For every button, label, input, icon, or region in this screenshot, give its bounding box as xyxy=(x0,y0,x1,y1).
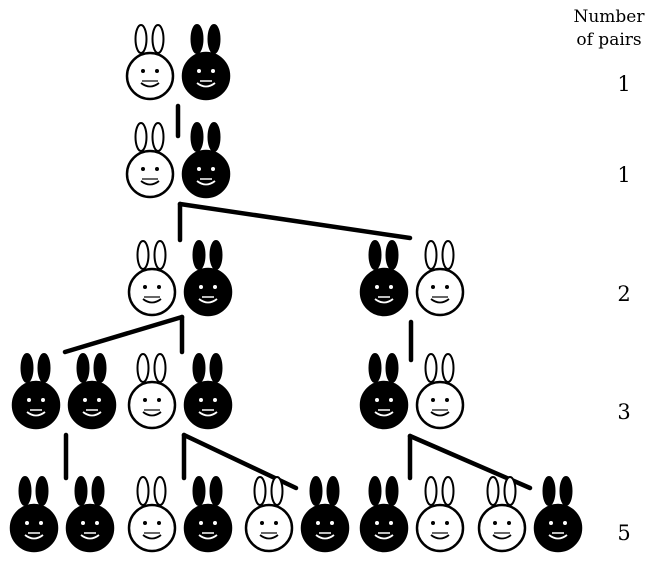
black-rabbit-head-icon xyxy=(65,476,115,553)
white-rabbit-head-icon xyxy=(125,24,175,101)
rabbit-pair xyxy=(127,240,233,317)
white-rabbit-head-icon xyxy=(127,240,177,317)
black-rabbit-head-icon xyxy=(181,122,231,199)
black-rabbit-head-icon xyxy=(11,353,61,430)
header-line-2: of pairs xyxy=(576,30,642,50)
black-rabbit-head-icon xyxy=(183,476,233,553)
rabbit-pair xyxy=(244,476,350,553)
white-rabbit-head-icon xyxy=(415,476,465,553)
rabbit-pair xyxy=(359,353,465,430)
rabbit-pair xyxy=(359,240,465,317)
pairs-count-gen-1: 1 xyxy=(617,72,631,96)
pairs-count-gen-2: 1 xyxy=(617,163,631,187)
white-rabbit-head-icon xyxy=(127,353,177,430)
rabbit-pair xyxy=(125,122,231,199)
rabbit-pair xyxy=(11,353,117,430)
white-rabbit-head-icon xyxy=(244,476,294,553)
black-rabbit-head-icon xyxy=(9,476,59,553)
white-rabbit-head-icon xyxy=(415,240,465,317)
pairs-count-gen-5: 5 xyxy=(617,521,631,545)
black-rabbit-head-icon xyxy=(67,353,117,430)
black-rabbit-head-icon xyxy=(183,353,233,430)
black-rabbit-head-icon xyxy=(533,476,583,553)
white-rabbit-head-icon xyxy=(415,353,465,430)
black-rabbit-head-icon xyxy=(181,24,231,101)
rabbit-pair xyxy=(127,476,233,553)
rabbit-pair xyxy=(127,353,233,430)
rabbit-pair xyxy=(125,24,231,101)
pairs-count-gen-4: 3 xyxy=(617,400,631,424)
black-rabbit-head-icon xyxy=(300,476,350,553)
rabbit-pair xyxy=(477,476,583,553)
rabbit-pair xyxy=(9,476,115,553)
black-rabbit-head-icon xyxy=(359,476,409,553)
pairs-count-gen-3: 2 xyxy=(617,282,631,306)
rabbit-pair xyxy=(359,476,465,553)
white-rabbit-head-icon xyxy=(127,476,177,553)
header-line-1: Number xyxy=(573,7,645,27)
tree-connector-line xyxy=(177,201,413,241)
black-rabbit-head-icon xyxy=(183,240,233,317)
black-rabbit-head-icon xyxy=(359,353,409,430)
white-rabbit-head-icon xyxy=(477,476,527,553)
tree-connector-line xyxy=(62,314,185,355)
black-rabbit-head-icon xyxy=(359,240,409,317)
pairs-column-header: Number of pairs xyxy=(564,6,654,52)
white-rabbit-head-icon xyxy=(125,122,175,199)
